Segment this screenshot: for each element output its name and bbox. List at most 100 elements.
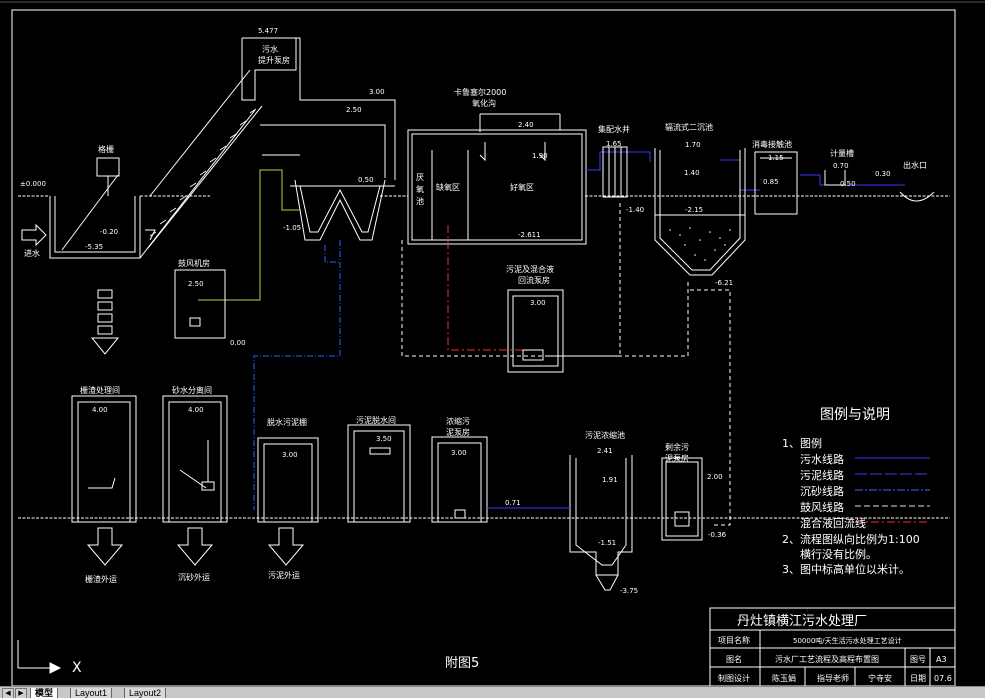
tb-value: 陈玉娟 xyxy=(772,673,796,683)
unit-label: 氧 xyxy=(416,184,424,194)
elev-label: 2.00 xyxy=(707,473,723,481)
elev-label: 0.30 xyxy=(875,170,891,178)
company-name: 丹灶镇横江污水处理厂 xyxy=(737,614,867,629)
elev-label: 1.65 xyxy=(606,140,622,148)
elev-label: -0.20 xyxy=(100,228,118,236)
unit-label: 泥泵房 xyxy=(665,453,689,463)
tb-label: 制图设计 xyxy=(718,673,750,683)
tb-label: 项目名称 xyxy=(718,635,750,645)
sludge-lines xyxy=(401,200,731,526)
layout-tabs-bar: ◀ ▶ 模型 Layout1 Layout2 xyxy=(0,686,985,698)
elev-label: -6.21 xyxy=(715,279,733,287)
legend-line-label: 鼓风线路 xyxy=(800,500,844,514)
unit-label: 计量槽 xyxy=(830,148,854,158)
title-block xyxy=(709,607,956,687)
unit-label: 栅渣处理间 xyxy=(80,385,120,395)
tab-layout2[interactable]: Layout2 xyxy=(124,688,167,698)
distribution-well xyxy=(602,146,628,198)
unit-label: 污水 xyxy=(262,44,278,54)
air-line xyxy=(198,169,300,301)
legend-line-label: 沉砂线路 xyxy=(800,484,844,498)
unit-label: 卡鲁塞尔2000 xyxy=(454,87,506,97)
flow-down-arrow-icon xyxy=(90,289,120,355)
return-pump-house xyxy=(507,289,564,373)
elev-label: 1.15 xyxy=(768,154,784,162)
legend-swatches xyxy=(855,457,930,523)
inlet-arrow-icon xyxy=(21,223,47,247)
unit-label: 鼓风机房 xyxy=(178,258,210,268)
tb-value: 宁寺安 xyxy=(868,673,892,683)
unit-label: 池 xyxy=(416,196,424,206)
elev-label: 0.85 xyxy=(763,178,779,186)
elev-label: 4.00 xyxy=(188,406,204,414)
elev-label: 1.40 xyxy=(684,169,700,177)
ucs-x-label: X xyxy=(72,660,82,676)
elev-label: 3.00 xyxy=(282,451,298,459)
unit-label: 进水 xyxy=(24,248,40,258)
elev-label: -3.75 xyxy=(620,587,638,595)
elev-label: 1.90 xyxy=(532,152,548,160)
output-label: 栅渣外运 xyxy=(85,574,117,584)
unit-label: 砂水分离间 xyxy=(172,385,212,395)
elev-label: 2.50 xyxy=(188,280,204,288)
elev-label: 0.70 xyxy=(833,162,849,170)
unit-label: 脱水污泥棚 xyxy=(267,417,307,427)
elev-label: ±0.000 xyxy=(20,180,46,188)
figure-label: 附图5 xyxy=(445,656,479,671)
unit-label: 出水口 xyxy=(903,160,927,170)
unit-label: 污泥浓缩池 xyxy=(585,430,625,440)
unit-label: 回流泵房 xyxy=(518,275,550,285)
elev-label: 3.00 xyxy=(530,299,546,307)
elev-label: 1.70 xyxy=(685,141,701,149)
tab-scroll-next-icon[interactable]: ▶ xyxy=(15,688,27,698)
tb-label: 指导老师 xyxy=(817,673,849,683)
tab-scroll-first-icon[interactable]: ◀ xyxy=(2,688,14,698)
legend-item: 1、图例 xyxy=(782,436,822,450)
unit-label: 污泥及混合液 xyxy=(506,264,554,274)
metering-outlet xyxy=(824,170,935,202)
unit-label: 泥泵房 xyxy=(446,427,470,437)
legend-note: 3、图中标高单位以米计。 xyxy=(782,562,910,576)
clarifier xyxy=(654,148,746,276)
blower-house xyxy=(174,269,226,339)
elev-label: -1.40 xyxy=(626,206,644,214)
unit-label: 集配水井 xyxy=(598,124,630,134)
oxidation-ditch xyxy=(407,113,587,245)
output-arrow-icon xyxy=(86,527,305,566)
clarifier-sludge xyxy=(669,227,731,261)
tab-layout1[interactable]: Layout1 xyxy=(70,688,113,698)
elev-label: -5.35 xyxy=(85,243,103,251)
tb-value: A3 xyxy=(936,655,947,664)
unit-label: 氧化沟 xyxy=(472,98,496,108)
tab-model[interactable]: 模型 xyxy=(30,688,59,698)
elev-label: 0.50 xyxy=(358,176,374,184)
ucs-icon xyxy=(17,640,62,674)
elev-label: 2.41 xyxy=(597,447,613,455)
legend-note: 2、流程图纵向比例为1:100 xyxy=(782,532,920,546)
legend-line-label: 污水线路 xyxy=(800,452,844,466)
return-line xyxy=(447,225,540,351)
unit-label: 辐流式二沉池 xyxy=(665,122,713,132)
elev-label: -1.51 xyxy=(598,539,616,547)
tb-value: 50000吨/天生活污水处理工艺设计 xyxy=(793,636,902,645)
elev-label: -2.611 xyxy=(518,231,541,239)
disinfection-tank xyxy=(754,151,798,215)
unit-label: 好氧区 xyxy=(510,182,534,192)
elev-label: 5.477 xyxy=(258,27,278,35)
tb-value: 07.6 xyxy=(934,674,952,683)
screw-conveyor xyxy=(139,69,263,259)
tb-value: 污水厂工艺流程及高程布置图 xyxy=(775,654,879,664)
sludge-thickener xyxy=(569,455,633,591)
excess-sludge-pump xyxy=(661,457,703,541)
unit-label: 缺氧区 xyxy=(436,182,460,192)
elev-label: 0.00 xyxy=(230,339,246,347)
grille-channel xyxy=(49,157,141,259)
elev-label: 4.00 xyxy=(92,406,108,414)
output-label: 沉砂外运 xyxy=(178,572,210,582)
tb-label: 图号 xyxy=(910,655,926,664)
unit-label: 污泥脱水间 xyxy=(356,415,396,425)
elev-label: 2.40 xyxy=(518,121,534,129)
unit-label: 格栅 xyxy=(98,144,114,154)
